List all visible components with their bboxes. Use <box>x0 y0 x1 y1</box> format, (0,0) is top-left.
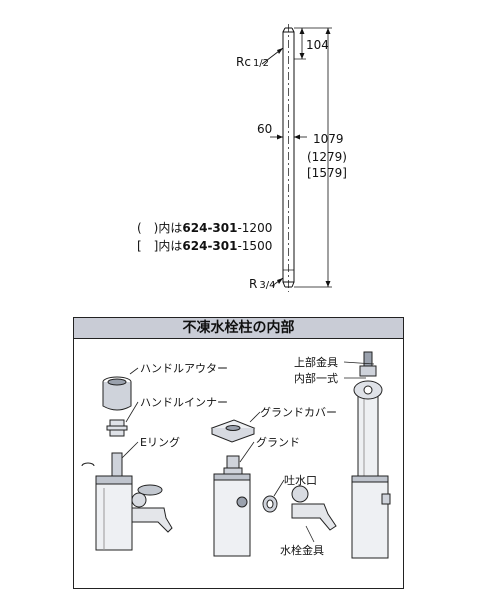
note-bracket-suffix: -1500 <box>237 239 273 253</box>
gland-cover-part <box>210 419 256 443</box>
dim-top-length: 104 <box>306 38 329 52</box>
e-ring-part <box>81 462 95 467</box>
thread-top-prefix: Rc <box>236 55 251 69</box>
note-paren: ( )内は624-301-1200 <box>137 221 272 235</box>
thread-bottom-prefix: R <box>249 277 258 291</box>
label-handle-outer: ハンドルアウター <box>140 362 228 375</box>
right-column <box>351 387 391 559</box>
note-paren-bracket: ( ) <box>137 221 159 235</box>
internals-illustration <box>81 351 391 559</box>
label-e-ring: Eリング <box>140 436 180 449</box>
label-upper-fitting: 上部金具 <box>294 356 338 369</box>
dim-alt-length-paren: (1279) <box>307 150 347 164</box>
internals-panel: 不凍水栓柱の内部 <box>73 317 404 589</box>
label-spout: 吐水口 <box>284 474 317 487</box>
dim-total-length: 1079 <box>313 132 344 146</box>
label-gland-cover: グランドカバー <box>260 406 337 419</box>
thread-top-fraction: 1/2 <box>252 58 270 69</box>
middle-faucet <box>291 485 337 531</box>
note-paren-model: 624-301 <box>182 221 238 235</box>
handle-outer-part <box>102 376 132 411</box>
note-paren-text: 内は <box>158 221 183 235</box>
panel-title: 不凍水栓柱の内部 <box>74 318 403 339</box>
dimension-drawing <box>261 24 332 292</box>
label-gland: グランド <box>256 436 300 449</box>
dim-alt-length-bracket: [1579] <box>307 166 347 180</box>
label-inner-set: 内部一式 <box>294 372 338 385</box>
note-paren-suffix: -1200 <box>237 221 273 235</box>
handle-inner-part <box>106 419 128 437</box>
upper-fitting-part <box>353 351 383 400</box>
spout-part <box>262 495 278 513</box>
gland-part <box>223 455 243 475</box>
middle-column <box>213 473 251 557</box>
note-bracket-text: 内は <box>158 239 183 253</box>
left-column <box>95 452 173 551</box>
note-bracket-bracket: [ ] <box>137 239 159 253</box>
label-handle-inner: ハンドルインナー <box>140 396 228 409</box>
thread-bottom-fraction: 3/4 <box>259 280 276 291</box>
label-faucet: 水栓金具 <box>280 544 324 557</box>
dim-pipe-width: 60 <box>257 122 273 136</box>
note-bracket: [ ]内は624-301-1500 <box>137 239 272 253</box>
note-bracket-model: 624-301 <box>182 239 238 253</box>
